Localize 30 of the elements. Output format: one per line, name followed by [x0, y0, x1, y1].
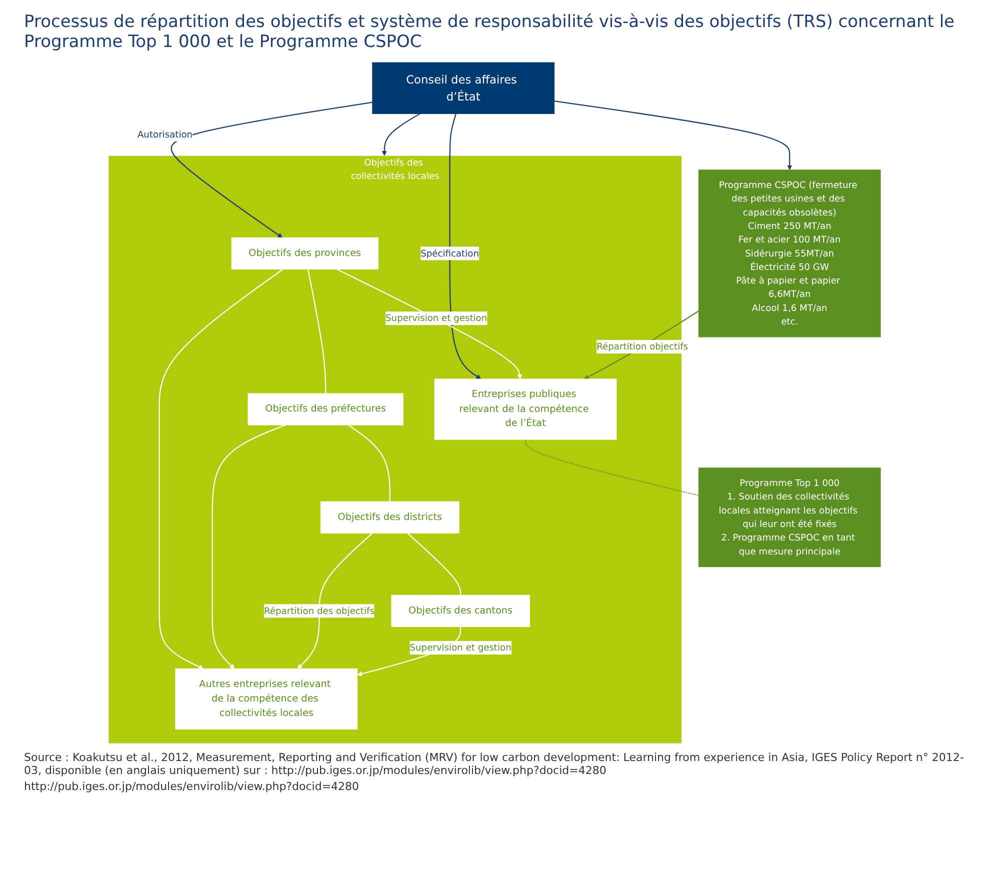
node-box: Objectifs des provinces: [231, 237, 378, 270]
arrow: [382, 113, 420, 156]
node-box: Programme CSPOC (fermeture des petites usines et des capacités obsolètes) Ciment 250 MT/an Fer et acier 100 MT/an Sidérurgie 55MT/an Électricité 50 GW Pâte à papier et papier 6,6MT/an Alcool 1,6 MT/an etc.: [698, 170, 881, 338]
edge-label: Supervision et gestion: [410, 642, 512, 653]
arrow: [584, 310, 699, 380]
node-box: Programme Top 1 000 1. Soutien des collectivités locales atteignant les objectifs qui leur ont été fixés 2. Programme CSPOC en tant que mesure principale: [698, 468, 881, 568]
diagram-title: Processus de répartition des objectifs et système de responsabilité vis-à-vis des objectifs (TRS) concernant le Programme Top 1 000 et le Programme CSPOC: [24, 12, 956, 52]
node-box: Conseil des affaires d’État: [372, 62, 555, 114]
arrow: [297, 532, 373, 669]
node-box: Entreprises publiques relevant de la compétence de l’État: [434, 378, 617, 440]
arrow: [158, 268, 284, 670]
connector: [407, 532, 462, 596]
connector: [524, 440, 699, 496]
node-box: Autres entreprises relevant de la compétence des collectivités locales: [175, 668, 358, 730]
node-box: Objectifs des préfectures: [248, 393, 404, 426]
edge-label: Répartition objectifs: [596, 341, 688, 352]
arrow: [449, 114, 482, 380]
arrow: [554, 100, 792, 170]
edge-label: Répartition des objectifs: [264, 605, 374, 616]
edge-label: Autorisation: [137, 129, 193, 140]
connector: [348, 424, 390, 502]
arrow: [336, 268, 522, 380]
arrow: [212, 424, 286, 669]
url-text: http://pub.iges.or.jp/modules/envirolib/view.php?docid=4280: [24, 780, 360, 793]
connector: [307, 269, 326, 394]
node-box: Objectifs des cantons: [391, 594, 530, 627]
arrow: [170, 102, 373, 238]
node-box: Objectifs des districts: [320, 501, 460, 534]
edge-label: Spécification: [420, 248, 479, 259]
edge-label: Supervision et gestion: [386, 312, 488, 324]
